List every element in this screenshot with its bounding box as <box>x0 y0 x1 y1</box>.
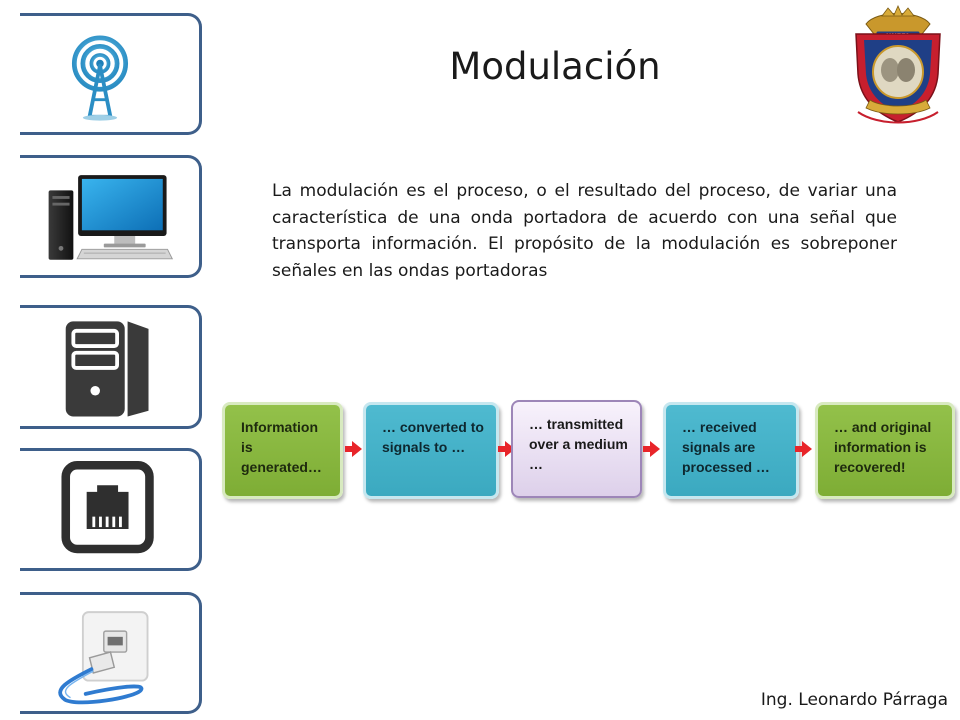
antenna-panel <box>20 13 202 135</box>
flow-step-received: … received signals are processed … <box>663 402 799 499</box>
flow-arrow-2 <box>498 441 515 457</box>
cable-panel <box>20 592 202 714</box>
flow-step-generated: Information is generated… <box>222 402 343 499</box>
flow-step-recovered: … and original information is recovered! <box>815 402 955 499</box>
computer-panel <box>20 155 202 278</box>
unefa-crest-icon: UNEFA <box>855 5 941 124</box>
server-panel <box>20 305 202 429</box>
wireless-antenna-icon <box>71 35 129 121</box>
flow-step-transmitted: … transmitted over a medium … <box>511 400 642 498</box>
ethernet-port-icon <box>61 460 154 554</box>
flow-arrow-4 <box>795 441 812 457</box>
flow-arrow-1 <box>345 441 362 457</box>
page-title: Modulación <box>449 45 661 88</box>
desktop-computer-icon <box>48 175 174 260</box>
server-tower-icon <box>65 321 149 417</box>
author-name: Ing. Leonardo Párraga <box>760 690 948 710</box>
body-paragraph: La modulación es el proceso, o el result… <box>272 181 897 281</box>
ethernet-panel <box>20 448 202 571</box>
network-cable-icon <box>58 611 149 705</box>
flow-arrow-3 <box>643 441 660 457</box>
flow-step-converted: … converted to signals to … <box>363 402 499 499</box>
